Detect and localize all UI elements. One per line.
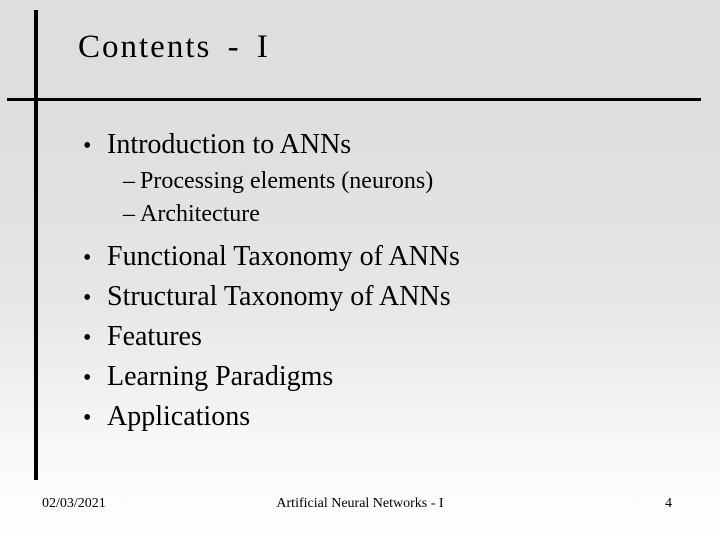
bullet-marker: •: [83, 405, 92, 431]
bullet-list: • Introduction to ANNs –Processing elemen…: [0, 125, 720, 437]
dash-marker: –: [123, 168, 135, 194]
bullet-marker: •: [83, 245, 92, 271]
vertical-rule: [34, 10, 38, 480]
bullet-item: • Structural Taxonomy of ANNs: [0, 277, 720, 317]
bullet-marker: •: [83, 365, 92, 391]
footer-date: 02/03/2021: [42, 496, 106, 511]
bullet-item: • Features: [0, 317, 720, 357]
sub-bullet-text: Processing elements (neurons): [140, 168, 434, 194]
bullet-marker: •: [83, 325, 92, 351]
bullet-item: • Learning Paradigms: [0, 357, 720, 397]
horizontal-rule: [7, 98, 701, 101]
footer-title: Artificial Neural Networks - I: [276, 496, 444, 511]
bullet-item: • Introduction to ANNs: [0, 125, 720, 165]
bullet-text: Applications: [107, 401, 251, 432]
bullet-text: Functional Taxonomy of ANNs: [107, 241, 460, 272]
footer: 02/03/2021 Artificial Neural Networks - …: [0, 494, 720, 514]
bullet-text: Features: [107, 321, 202, 352]
slide-title: Contents - I: [78, 29, 270, 65]
dash-marker: –: [123, 201, 135, 227]
sub-bullet-item: –Processing elements (neurons): [0, 165, 720, 198]
sub-bullet-item: –Architecture: [0, 198, 720, 231]
sub-bullet-text: Architecture: [140, 201, 260, 227]
bullet-text: Introduction to ANNs: [107, 129, 352, 160]
bullet-text: Structural Taxonomy of ANNs: [107, 281, 451, 312]
bullet-text: Learning Paradigms: [107, 361, 334, 392]
bullet-item: • Applications: [0, 397, 720, 437]
bullet-item: • Functional Taxonomy of ANNs: [0, 237, 720, 277]
bullet-marker: •: [83, 133, 92, 159]
bullet-marker: •: [83, 285, 92, 311]
footer-page-number: 4: [665, 496, 672, 511]
